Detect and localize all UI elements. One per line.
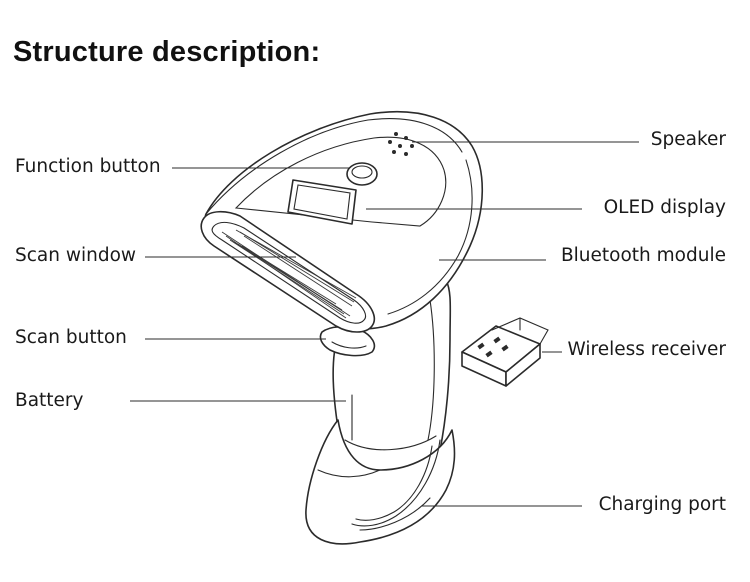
leader-lines	[130, 141, 639, 507]
label-speaker: Speaker	[650, 129, 726, 150]
page-title: Structure description:	[13, 36, 321, 68]
label-scan-window: Scan window	[15, 245, 137, 266]
label-scan-button: Scan button	[15, 327, 127, 348]
label-oled-display: OLED display	[603, 197, 726, 218]
label-battery: Battery	[15, 390, 84, 411]
label-function-button: Function button	[15, 156, 161, 177]
wireless-receiver-illustration	[461, 317, 549, 387]
speaker-holes	[388, 132, 414, 156]
scanner-body	[200, 110, 484, 545]
label-wireless-receiver: Wireless receiver	[567, 339, 727, 360]
scan-window-hatching	[221, 229, 357, 319]
label-bluetooth-module: Bluetooth module	[560, 245, 726, 266]
label-charging-port: Charging port	[598, 494, 726, 515]
